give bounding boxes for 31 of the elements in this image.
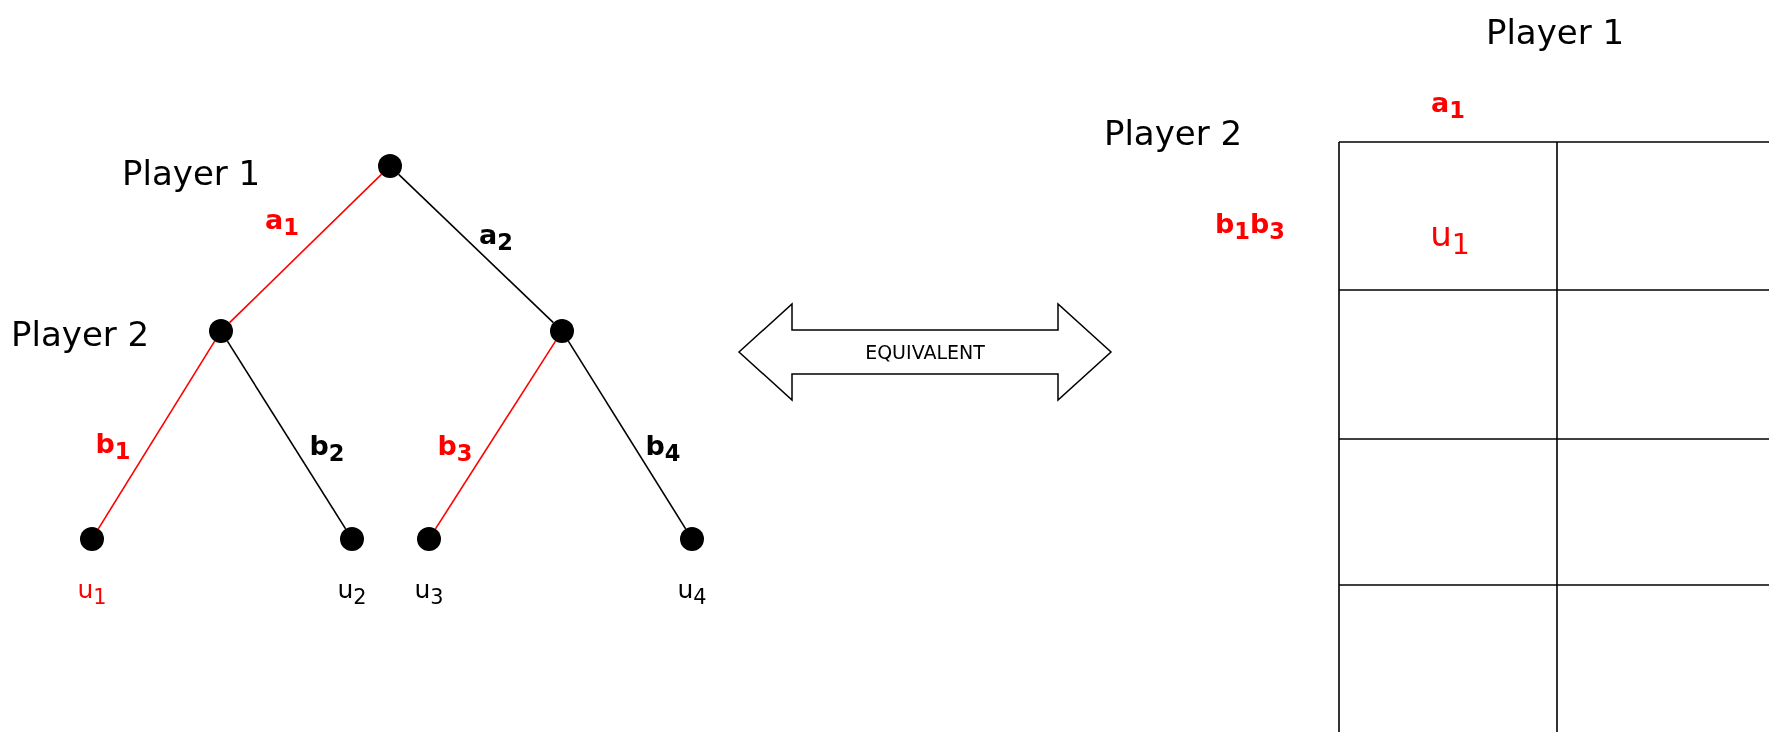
payoff-label: u$_{1}$ — [77, 576, 107, 608]
edge-label: b$_{2}$ — [309, 431, 345, 465]
column-header: a$_{1}$ — [1431, 88, 1465, 122]
player-label: Player 2 — [11, 317, 150, 351]
row-header: b$_{1}$b$_{3}$ — [1215, 209, 1285, 243]
arrow-label: EQUIVALENT — [865, 342, 985, 362]
tree-branch — [97, 340, 216, 530]
tree-node — [378, 154, 402, 178]
tree-branch — [567, 340, 687, 530]
payoff-label: u$_{4}$ — [677, 576, 707, 608]
payoff-label: u$_{2}$ — [337, 576, 367, 608]
edge-label: b$_{3}$ — [437, 431, 473, 465]
tree-node — [680, 527, 704, 551]
player-label: Player 1 — [122, 156, 261, 190]
tree-branch — [397, 173, 555, 324]
tree-node — [550, 319, 574, 343]
tree-node — [340, 527, 364, 551]
edge-label: a$_{1}$ — [265, 205, 299, 239]
tree-branch — [228, 173, 383, 324]
player-label: Player 1 — [1485, 15, 1625, 49]
payoff-label: u$_{1}$ — [1430, 216, 1470, 260]
tree-node — [417, 527, 441, 551]
edge-label: b$_{4}$ — [645, 431, 681, 465]
edge-label: b$_{1}$ — [95, 429, 131, 463]
tree-node — [209, 319, 233, 343]
player-label: Player 2 — [1103, 116, 1243, 150]
payoff-label: u$_{3}$ — [414, 576, 444, 608]
edge-label: a$_{2}$ — [479, 220, 513, 254]
tree-branch — [434, 340, 557, 530]
tree-branch — [226, 340, 347, 530]
tree-node — [80, 527, 104, 551]
